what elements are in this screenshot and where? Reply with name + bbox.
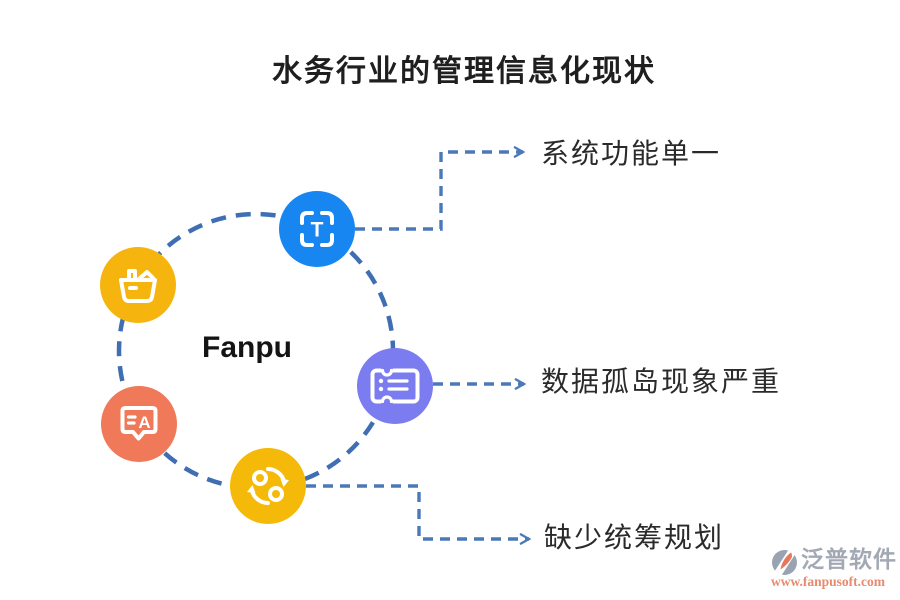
text-scan-letter: T [311, 219, 324, 242]
center-brand-label: Fanpu [202, 331, 292, 364]
basket-icon-bg [100, 247, 176, 323]
callout-system-function: 系统功能单一 [541, 139, 722, 170]
fanpu-logo-icon [772, 549, 799, 576]
ticket-icon-bg [357, 348, 433, 424]
callout-planning: 缺少统筹规划 [544, 523, 725, 554]
watermark-brand: 泛普软件 [801, 547, 897, 572]
watermark-url: www.fanpusoft.com [771, 574, 886, 589]
chat-translate-letter: A [138, 413, 150, 432]
chat-translate-icon: A [101, 386, 177, 462]
connector-planning [306, 484, 532, 545]
page-title: 水务行业的管理信息化现状 [272, 55, 656, 88]
text-scan-icon: T [279, 191, 355, 267]
callout-data-island: 数据孤岛现象严重 [541, 367, 782, 398]
sync-icon-bg [230, 448, 306, 524]
basket-icon [100, 247, 176, 323]
text-scan-icon-bg [279, 191, 355, 267]
ticket-icon [357, 348, 433, 424]
connector-system-function [355, 146, 526, 231]
sync-icon [230, 448, 306, 524]
chat-translate-icon-bg [101, 386, 177, 462]
